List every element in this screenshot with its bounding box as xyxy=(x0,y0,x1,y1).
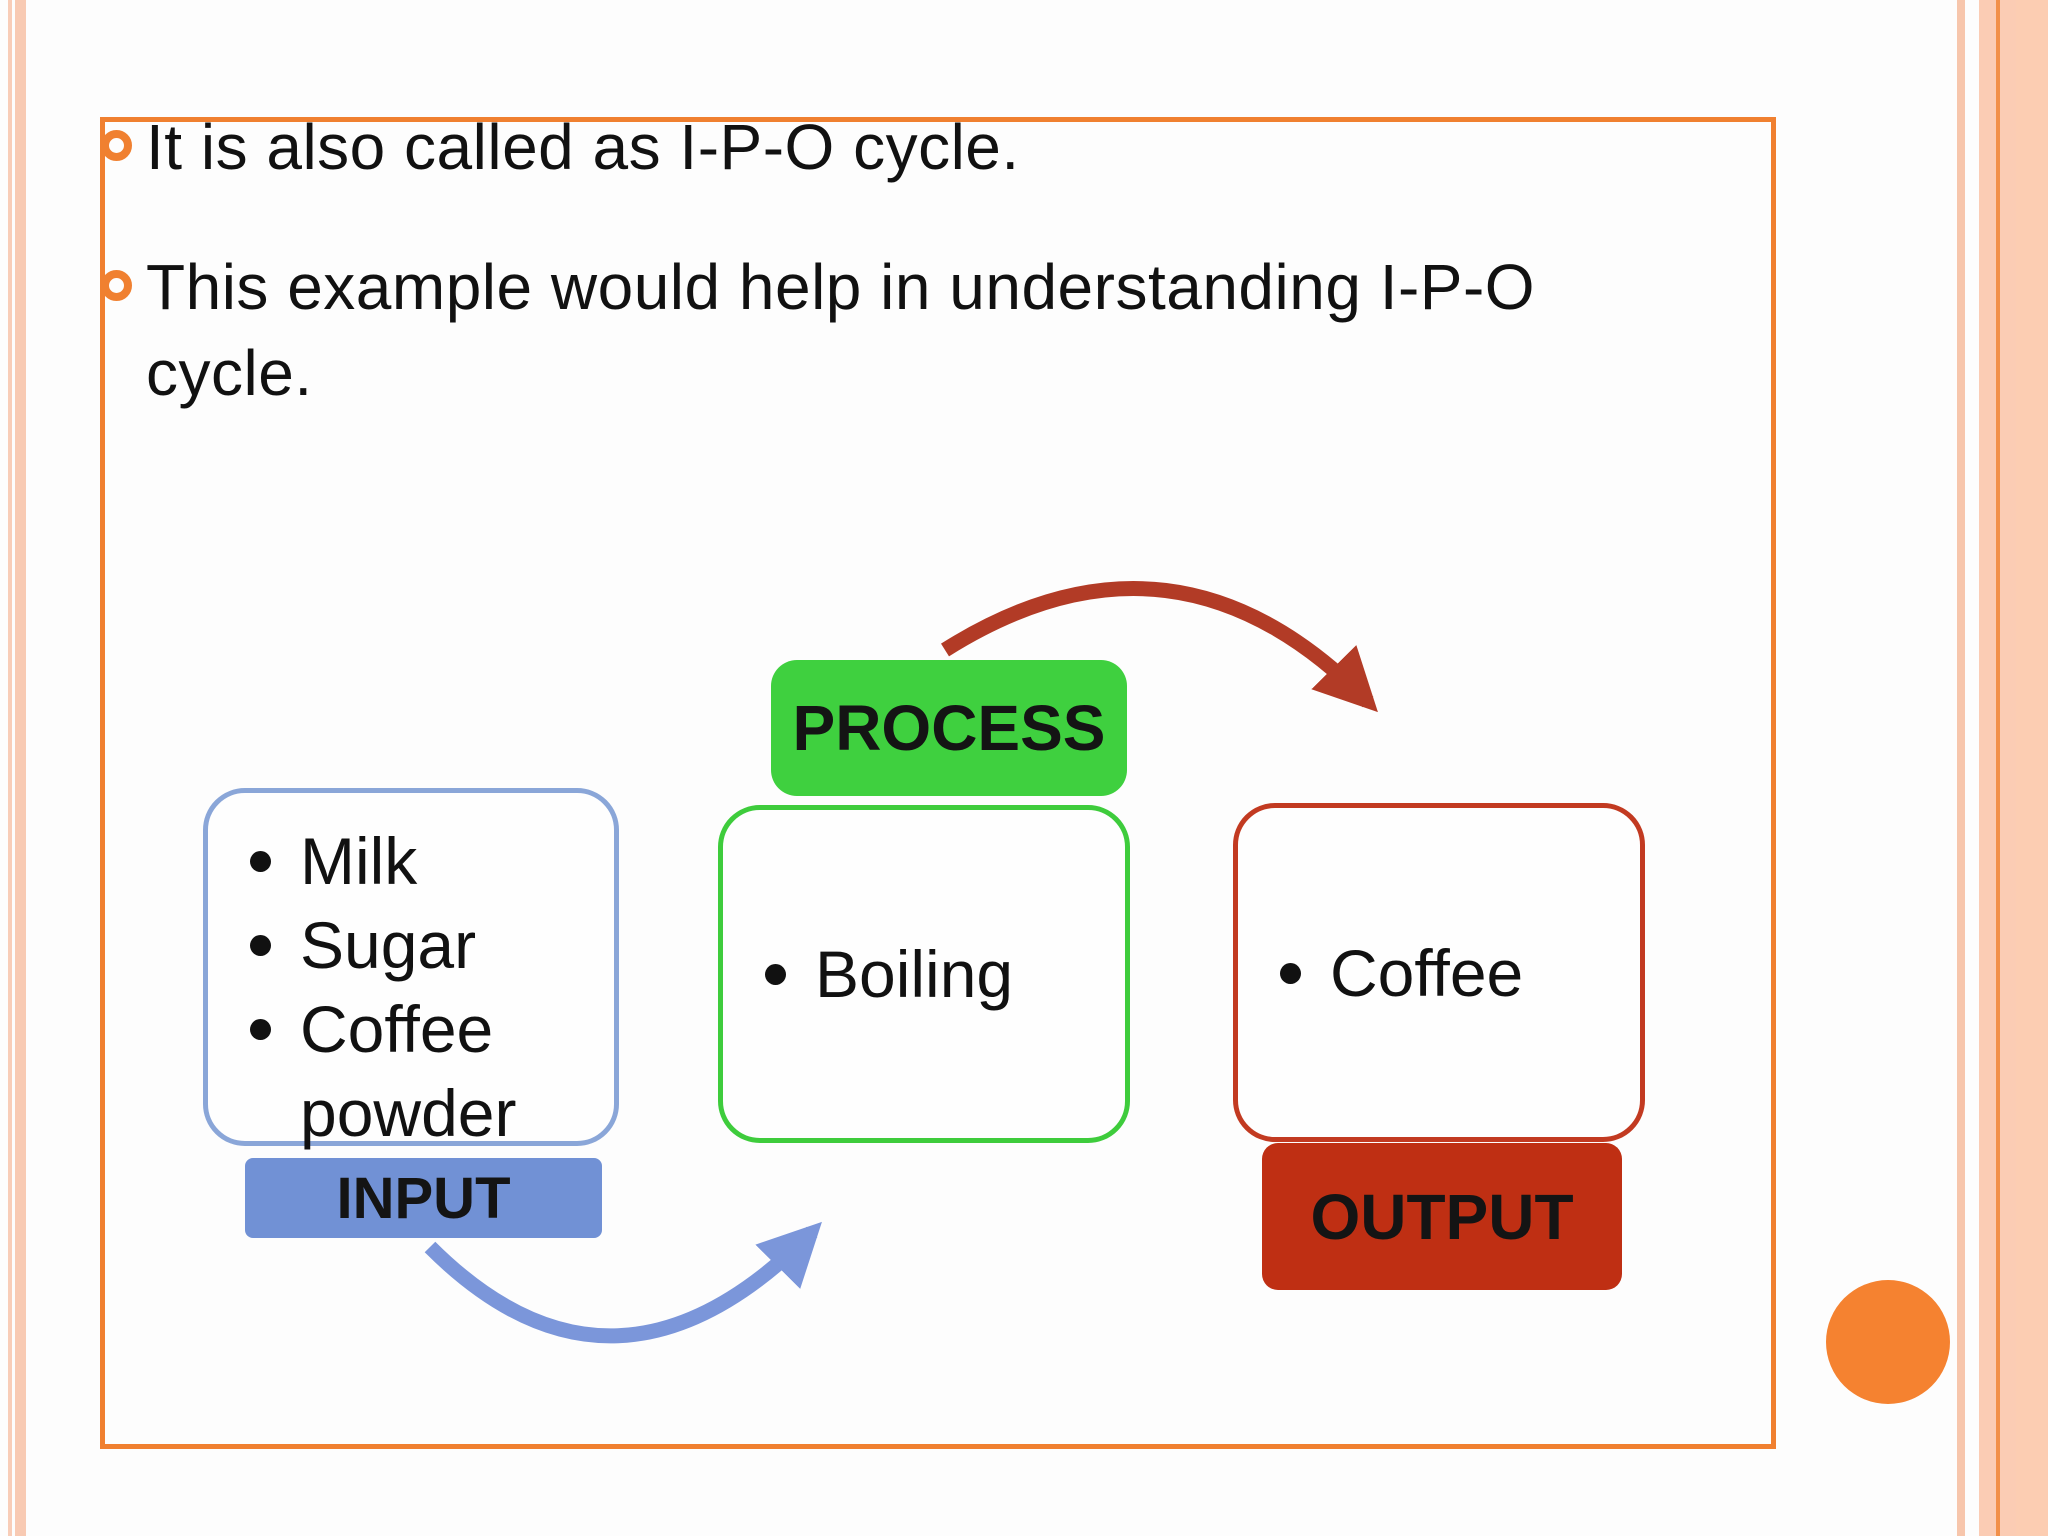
right-border-stripe-dark xyxy=(1996,0,2000,1536)
ring-bullet-icon xyxy=(101,270,132,301)
bullet-row: This example would help in understanding… xyxy=(101,244,1666,416)
content-frame xyxy=(100,117,1776,1449)
output-label: OUTPUT xyxy=(1262,1143,1622,1290)
left-border-stripe-wide xyxy=(15,0,26,1536)
orange-dot-icon xyxy=(1826,1280,1950,1404)
list-item: Boiling xyxy=(764,932,1013,1016)
list-item: Milk xyxy=(250,819,600,903)
bullet-row: It is also called as I-P-O cycle. xyxy=(101,104,1020,190)
process-label: PROCESS xyxy=(771,660,1127,796)
left-border-stripe-thin xyxy=(8,0,12,1536)
input-item-list: Milk Sugar Coffee powder xyxy=(208,819,600,1155)
process-card: Boiling xyxy=(718,805,1130,1143)
right-border-stripe-thin xyxy=(1957,0,1965,1536)
list-item: Coffee powder xyxy=(250,987,600,1155)
list-item: Coffee xyxy=(1279,931,1523,1015)
output-card: Coffee xyxy=(1233,803,1645,1142)
bullet-text: This example would help in understanding… xyxy=(146,251,1536,409)
ring-bullet-icon xyxy=(101,130,132,161)
input-card: Milk Sugar Coffee powder xyxy=(203,788,619,1150)
list-item: Sugar xyxy=(250,903,600,987)
bullet-text: It is also called as I-P-O cycle. xyxy=(146,111,1020,183)
right-border-band-outer xyxy=(2016,0,2048,1536)
input-label: INPUT xyxy=(245,1158,602,1238)
